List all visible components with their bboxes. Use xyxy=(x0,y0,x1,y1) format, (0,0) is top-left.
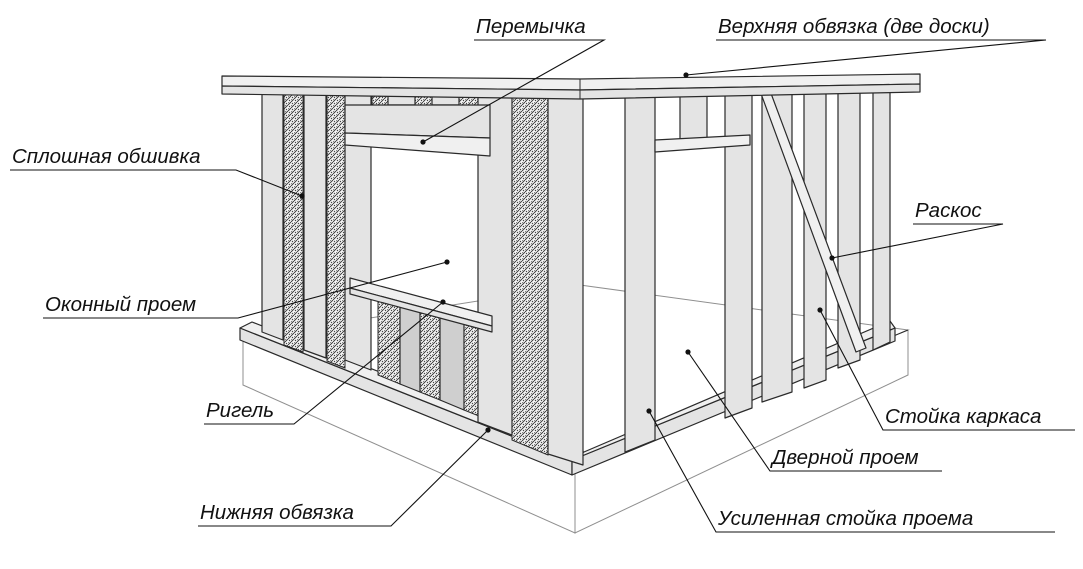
label-frame-stud: Стойка каркаса xyxy=(885,405,1041,428)
leader-lines xyxy=(10,39,1075,533)
window-header xyxy=(344,104,491,157)
top-plate xyxy=(221,73,921,100)
label-window-opening: Оконный проем xyxy=(45,293,196,316)
left-wall-studs xyxy=(261,85,584,466)
labels: Верхняя обвязка (две доски) Перемычка Сп… xyxy=(12,15,1041,530)
label-top-plate: Верхняя обвязка (две доски) xyxy=(718,15,990,38)
label-door-opening: Дверной проем xyxy=(770,446,919,469)
label-bottom-plate: Нижняя обвязка xyxy=(200,501,354,524)
leader-dots xyxy=(299,72,835,433)
label-brace: Раскос xyxy=(915,199,982,222)
label-header: Перемычка xyxy=(476,15,586,38)
label-king-stud: Усиленная стойка проема xyxy=(717,507,973,530)
label-sill: Ригель xyxy=(206,399,274,422)
label-solid-sheathing: Сплошная обшивка xyxy=(12,145,201,168)
